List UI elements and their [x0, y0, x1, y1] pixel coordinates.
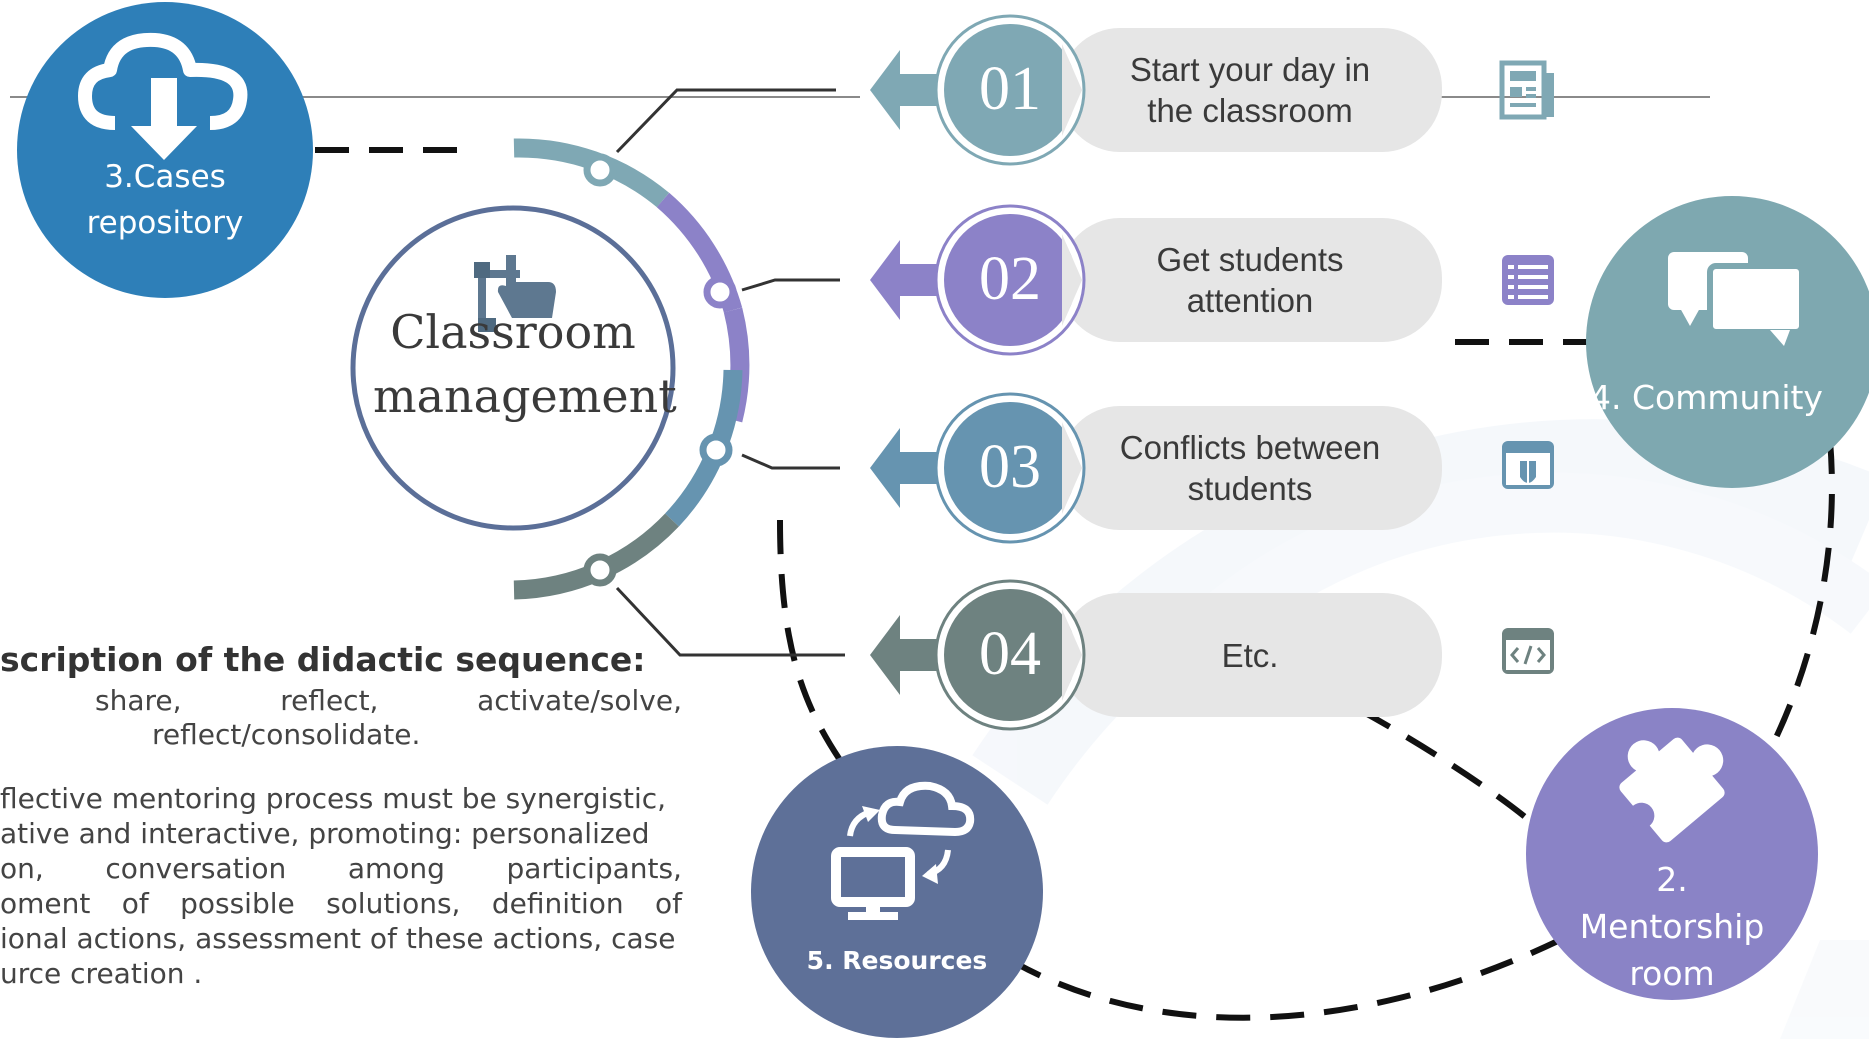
para-line3: on, conversation among participants, [0, 852, 682, 885]
arc-dots [583, 153, 737, 587]
cases-label-line2: repository [86, 205, 244, 241]
step-text-line1: Get students [1156, 241, 1344, 278]
step-number: 03 [979, 433, 1041, 501]
step-pill [1060, 218, 1442, 342]
cases-repository-label: 3.Cases repository [40, 154, 290, 246]
center-circle [350, 205, 676, 531]
step-text: Etc. [1075, 605, 1425, 705]
step-pill-tip [1062, 609, 1082, 701]
step-number-circle [944, 24, 1076, 156]
para-word: conversation [105, 852, 287, 885]
step-row[interactable] [870, 14, 1554, 166]
description-line1: share, reflect, activate/solve, [0, 684, 682, 717]
para-word: solutions, [326, 887, 461, 920]
shield-browser-icon [1502, 441, 1554, 489]
step-text-line2: the classroom [1147, 92, 1353, 129]
para-word: on, [0, 852, 44, 885]
mentorship-room-node[interactable] [1526, 708, 1818, 1000]
step-row[interactable] [870, 392, 1554, 544]
step-arrow [870, 50, 950, 130]
step-text-line2: attention [1186, 282, 1314, 319]
step-arrow [870, 240, 950, 320]
para-word: participants, [506, 852, 682, 885]
desc-word: share, [95, 684, 182, 717]
description-line2: reflect/consolidate. [152, 718, 421, 751]
step-connectors [615, 88, 845, 657]
step-text: Start your day in the classroom [1075, 40, 1425, 140]
step-arrow [870, 615, 950, 695]
cloud-sync-computer-icon [831, 781, 975, 920]
para-word: of [121, 887, 149, 920]
step-text: Conflicts between students [1075, 418, 1425, 518]
para-word: possible [180, 887, 295, 920]
step-text-line2: students [1187, 470, 1313, 507]
description-title: scription of the didactic sequence: [0, 640, 646, 679]
center-title: Classroom management [373, 300, 677, 428]
chat-bubbles-icon [1668, 252, 1805, 346]
step-pill [1060, 28, 1442, 152]
step-pill [1060, 593, 1442, 717]
step-pill [1060, 406, 1442, 530]
cases-label-line1: 3.Cases [104, 159, 226, 195]
mentorship-label: 2. Mentorship room [1552, 856, 1792, 997]
step-number: 02 [979, 245, 1041, 313]
para-line5: ional actions, assessment of these actio… [0, 922, 676, 955]
center-title-line2: management [373, 369, 677, 423]
newspaper-icon [1499, 60, 1554, 120]
community-label: 4. Community [1590, 378, 1823, 417]
resources-node[interactable] [751, 746, 1043, 1038]
desc-word: activate/solve, [477, 684, 682, 717]
community-node[interactable] [1586, 196, 1869, 488]
para-line2: ative and interactive, promoting: person… [0, 817, 650, 850]
step-row[interactable] [870, 579, 1554, 731]
resources-label: 5. Resources [806, 946, 988, 975]
para-word: of [654, 887, 682, 920]
center-title-line1: Classroom [390, 305, 636, 359]
step-number-circle [944, 589, 1076, 721]
step-number-circle [944, 214, 1076, 346]
step-text: Get students attention [1075, 230, 1425, 330]
mentorship-label-line1: 2. [1656, 860, 1688, 899]
para-word: oment [0, 887, 91, 920]
list-icon [1502, 255, 1554, 305]
code-window-icon [1502, 628, 1554, 674]
para-word: among [347, 852, 445, 885]
mentorship-label-line3: room [1629, 954, 1715, 993]
mentorship-label-line2: Mentorship [1579, 907, 1765, 946]
desc-word: reflect, [280, 684, 379, 717]
step-pill-tip [1062, 422, 1082, 514]
step-pill-tip [1062, 234, 1082, 326]
step-number: 01 [979, 55, 1041, 123]
para-word: definition [491, 887, 624, 920]
touch-diagram-icon [474, 255, 556, 332]
step-arrow [870, 428, 950, 508]
step-pill-tip [1062, 44, 1082, 136]
para-line6: urce creation . [0, 957, 203, 990]
step-text-line1: Conflicts between [1119, 429, 1381, 466]
cloud-download-icon [78, 32, 248, 160]
step-number: 04 [979, 620, 1041, 688]
step-text-line1: Start your day in [1129, 51, 1371, 88]
para-line1: flective mentoring process must be syner… [0, 782, 667, 815]
dashed-connectors [315, 147, 1835, 1021]
puzzle-piece-icon [1619, 737, 1725, 843]
step-text-line1: Etc. [1221, 636, 1279, 674]
para-line4: oment of possible solutions, definition … [0, 887, 682, 920]
step-number-circle [944, 402, 1076, 534]
step-row[interactable] [870, 204, 1554, 356]
